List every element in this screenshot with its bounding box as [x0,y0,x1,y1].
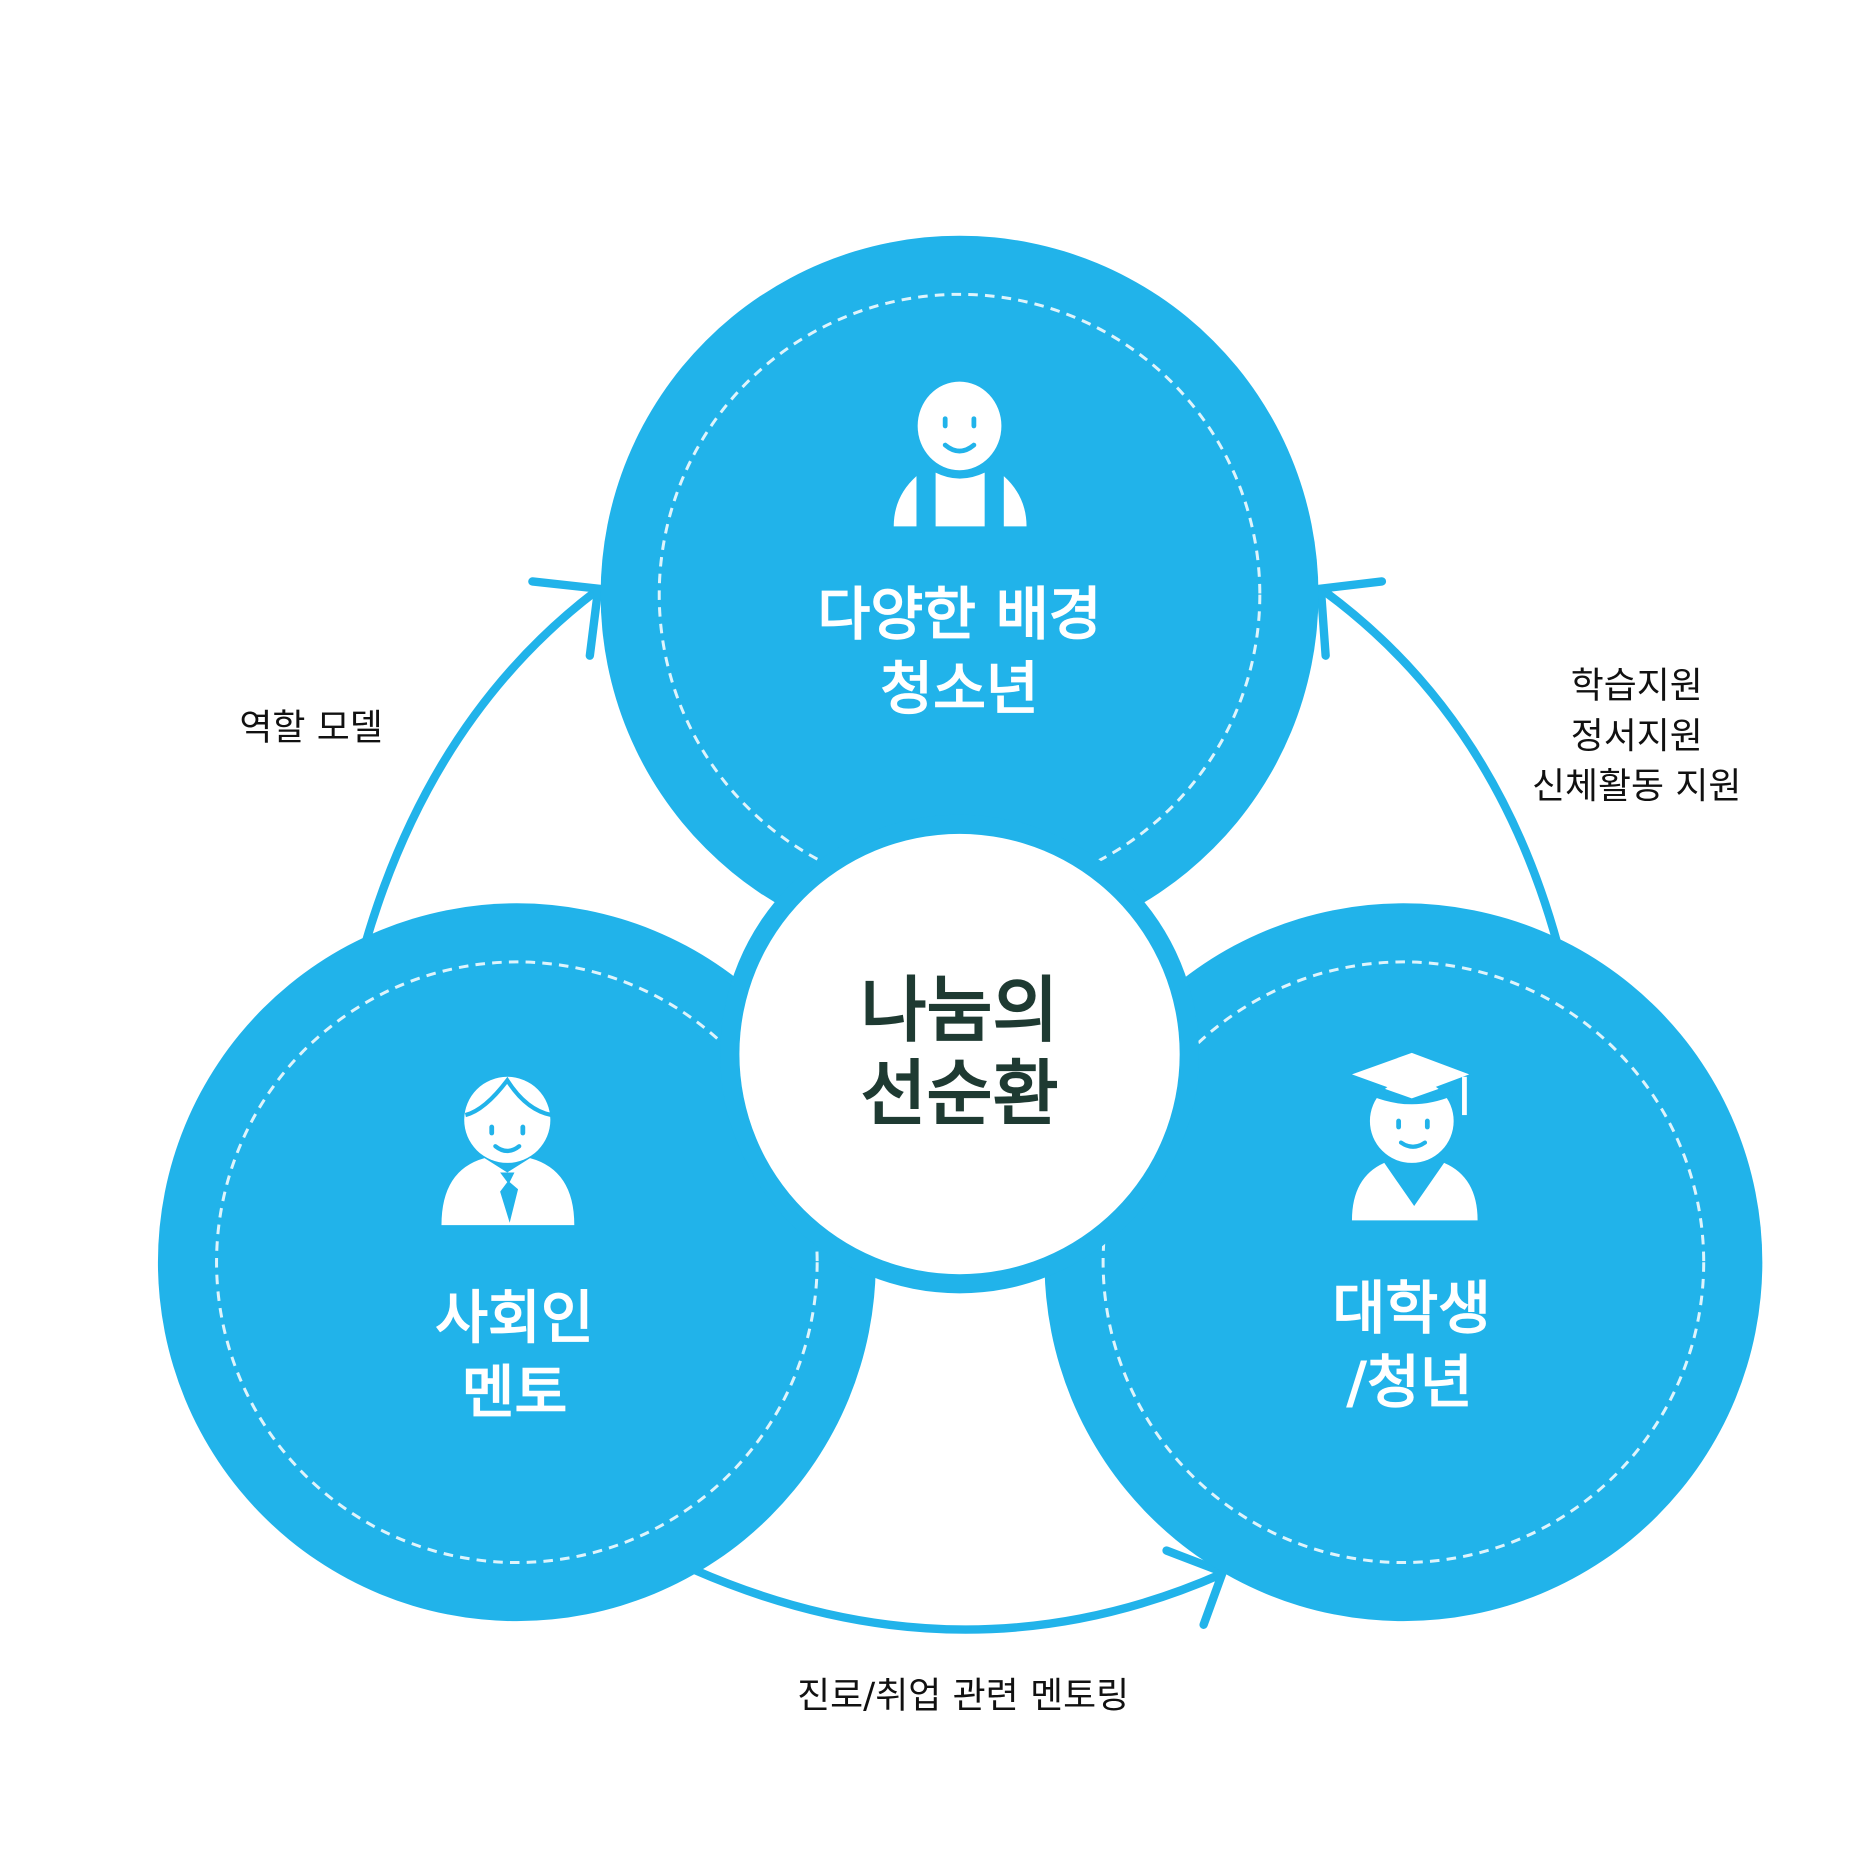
arrowhead-youth-right [1316,577,1387,660]
arrow-mentor-to-student [689,1565,1225,1634]
dashed-ring [1101,960,1706,1565]
edge-label-support-1: 학습지원 [1571,666,1703,707]
arrow-mentor-to-youth [360,588,599,950]
dashed-ring [215,960,819,1565]
node-student [1044,903,1763,1622]
child-icon [893,381,1027,527]
youth-label-line1: 다양한 배경 [818,581,1102,648]
graduate-icon [1351,1052,1478,1221]
youth-label-line2: 청소년 [880,655,1038,722]
edge-label-support-3: 신체활동 지원 [1532,766,1741,807]
edge-label-role-model: 역할 모델 [239,707,382,748]
student-label-line1: 대학생 [1333,1275,1491,1342]
center-title-line2: 선순환 [860,1052,1058,1136]
businessman-icon [441,1076,575,1226]
mentor-label-line1: 사회인 [435,1285,593,1352]
arrowhead-youth-left [528,577,603,660]
student-label-line2: /청년 [1346,1349,1473,1416]
edge-label-support-2: 정서지원 [1571,716,1703,757]
edge-label-career-mentoring: 진로/취업 관련 멘토링 [797,1675,1129,1716]
arrow-student-to-youth [1321,588,1562,950]
mentor-label-line2: 멘토 [462,1359,568,1426]
node-mentor [157,903,876,1622]
center-circle [739,833,1180,1275]
center-title-line1: 나눔의 [860,968,1058,1052]
